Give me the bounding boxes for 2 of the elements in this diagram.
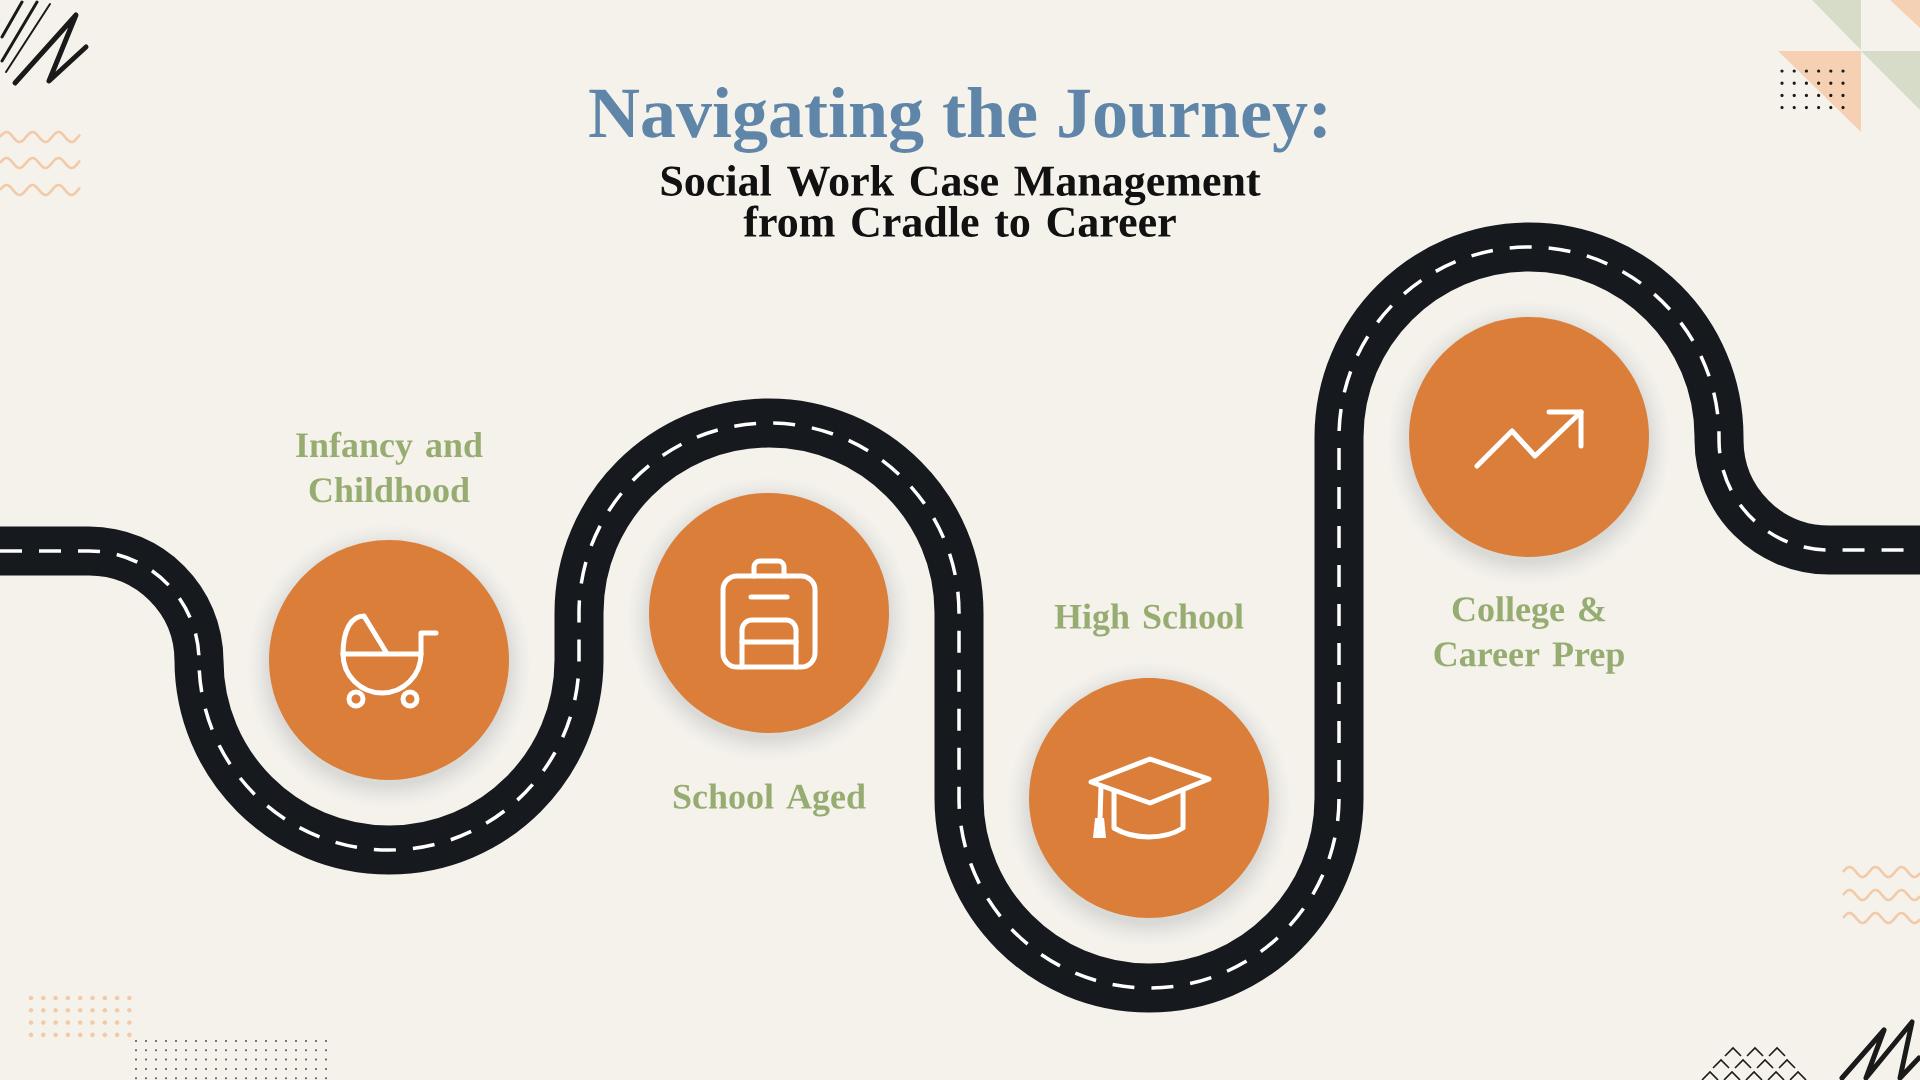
title: Navigating the Journey: (589, 87, 1326, 153)
subtitle: Social Work Case Management from Cradle to Career (661, 165, 1261, 237)
